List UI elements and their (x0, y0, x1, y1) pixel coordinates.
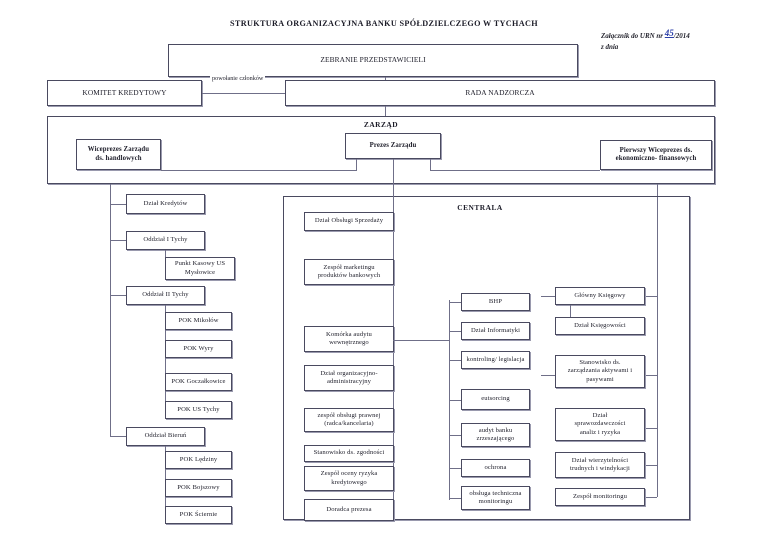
node-doradca-prezesa[interactable]: Doradca prezesa (304, 499, 394, 521)
node-dzial-sprawozdawczosci-analiz-ryzyka[interactable]: Dział sprawozdawczości analiz i ryzyka (555, 408, 645, 441)
connector-centrala-r3-left (541, 375, 555, 376)
connector-board-to-management (385, 106, 386, 116)
annotation-suffix: /2014 (673, 32, 690, 40)
node-dzial-organizacyjno-administracyjny[interactable]: Dział organizacyjno- administracyjny (304, 365, 394, 391)
connector-prezes-trunk (393, 159, 394, 196)
node-prezes-zarzadu[interactable]: Prezes Zarządu (345, 133, 441, 159)
node-pok-sciernie[interactable]: POK Ściernie (165, 506, 232, 524)
frame-centrala (283, 196, 690, 520)
connector-centrala-right-trunk (657, 197, 658, 497)
node-zespol-monitoringu[interactable]: Zespół monitoringu (555, 488, 645, 506)
connector-to-oddzial-1 (110, 240, 126, 241)
connector-centrala-m6 (449, 468, 461, 469)
node-stanowisko-zarzadzania-aktywami-pasywami[interactable]: Stanowisko ds. zarządzania aktywami i pa… (555, 355, 645, 388)
node-ochrona[interactable]: ochrona (461, 459, 530, 477)
frame-label-zarzad: ZARZĄD (363, 120, 399, 129)
node-dzial-informatyki[interactable]: Dział Informatyki (461, 322, 530, 340)
connector-to-dzial-kredytow (110, 204, 126, 205)
node-rada-nadzorcza[interactable]: RADA NADZORCZA (285, 80, 715, 106)
connector-centrala-m2 (449, 331, 461, 332)
node-eutsorcing[interactable]: eutsorcing (461, 389, 530, 410)
frame-label-centrala: CENTRALA (457, 203, 503, 212)
node-oddzial-2-tychy[interactable]: Oddział II Tychy (126, 286, 205, 305)
node-komorka-audytu-wewnetrznego[interactable]: Komórka audytu wewnętrznego (304, 326, 394, 352)
connector-committee-to-board (202, 93, 285, 94)
connector-centrala-r4 (645, 428, 657, 429)
node-dzial-ksiegowosci[interactable]: Dział Księgowości (555, 317, 645, 335)
node-oddzial-1-tychy[interactable]: Oddział I Tychy (126, 231, 205, 250)
connector-centrala-m5 (449, 435, 461, 436)
node-zebranie-przedstawicieli[interactable]: ZEBRANIE PRZEDSTAWICIELI (168, 44, 578, 77)
connector-centrala-r1 (645, 296, 657, 297)
connector-centrala-r3 (645, 375, 657, 376)
connector-first-vice-drop (657, 184, 658, 197)
connector-to-oddzial-2 (110, 295, 126, 296)
connector-prezes-left-drop (356, 159, 357, 171)
edge-label-powolanie-czlonkow: powołanie członków (210, 75, 266, 82)
connector-prezes-to-first-vice (430, 170, 600, 171)
node-oddzial-bierun[interactable]: Oddział Bieruń (126, 427, 205, 446)
connector-prezes-right-drop (430, 159, 431, 171)
node-kontroling-legislacja[interactable]: kontroling/ legislacja (461, 351, 530, 369)
connector-branch-trunk (110, 189, 111, 436)
node-pok-goczalkowice[interactable]: POK Goczałkowice (165, 373, 232, 391)
node-pok-us-tychy[interactable]: POK US Tychy (165, 401, 232, 419)
frame-zarzad (47, 116, 715, 184)
node-pok-wyry[interactable]: POK Wyry (165, 340, 232, 358)
connector-centrala-mid-feed (393, 340, 449, 341)
node-stanowisko-ds-zgodnosci[interactable]: Stanowisko ds. zgodności (304, 445, 394, 462)
node-glowny-ksiegowy[interactable]: Główny Księgowy (555, 287, 645, 305)
annotation-handwritten-number: 45 (664, 28, 674, 38)
node-dzial-wierzytelnosci-trudnych-windykacji[interactable]: Dział wierzytelności trudnych i windykac… (555, 452, 645, 478)
annotation-prefix: Załącznik do URN nr (601, 32, 665, 40)
connector-centrala-m7 (449, 498, 461, 499)
page-title: STRUKTURA ORGANIZACYJNA BANKU SPÓŁDZIELC… (229, 19, 538, 28)
connector-centrala-r5 (645, 465, 657, 466)
node-obsluga-techniczna-monitoringu[interactable]: obsługa techniczna monitoringu (461, 486, 530, 510)
node-bhp[interactable]: BHP (461, 293, 530, 311)
document-annotation: Załącznik do URN nr 45/2014 z dnia (601, 28, 761, 53)
connector-centrala-r6 (645, 497, 657, 498)
connector-to-oddzial-bierun (110, 436, 126, 437)
node-pierwszy-wiceprezes-ekonomiczno-finansowych[interactable]: Pierwszy Wiceprezes ds. ekonomiczno- fin… (600, 140, 712, 170)
node-pok-bojszowy[interactable]: POK Bojszowy (165, 479, 232, 497)
annotation-date-line: z dnia (601, 43, 619, 51)
node-komitet-kredytowy[interactable]: KOMITET KREDYTOWY (47, 80, 202, 106)
connector-glowny-ksiegowy-drop (570, 305, 571, 317)
connector-centrala-left-trunk (393, 196, 394, 512)
node-zespol-oceny-ryzyka-kredytowego[interactable]: Zespół oceny ryzyka kredytowego (304, 466, 394, 491)
connector-centrala-m3 (449, 360, 461, 361)
node-dzial-obslugi-sprzedazy[interactable]: Dział Obsługi Sprzedaży (304, 212, 394, 231)
connector-centrala-r1-left (541, 296, 555, 297)
node-punkt-kasowy-us-myslowice[interactable]: Punkt Kasowy US Mysłowice (165, 257, 235, 280)
connector-centrala-m4 (449, 400, 461, 401)
node-dzial-kredytow[interactable]: Dział Kredytów (126, 194, 205, 214)
node-zespol-marketingu[interactable]: Zespół marketingu produktów bankowych (304, 259, 394, 285)
connector-prezes-to-vice-commercial (161, 170, 357, 171)
node-audyt-banku-zrzeszajacego[interactable]: audyt banku zrzeszającego (461, 423, 530, 447)
connector-centrala-m1 (449, 302, 461, 303)
node-pok-ledziny[interactable]: POK Lędziny (165, 451, 232, 469)
connector-vice-commercial-drop (110, 184, 111, 189)
node-pok-mikolow[interactable]: POK Mikołów (165, 312, 232, 330)
node-wiceprezes-handlowych[interactable]: Wiceprezes Zarządu ds. handlowych (76, 139, 161, 170)
node-zespol-obslugi-prawnej[interactable]: zespół obsługi prawnej (radca/kancelaria… (304, 408, 394, 432)
